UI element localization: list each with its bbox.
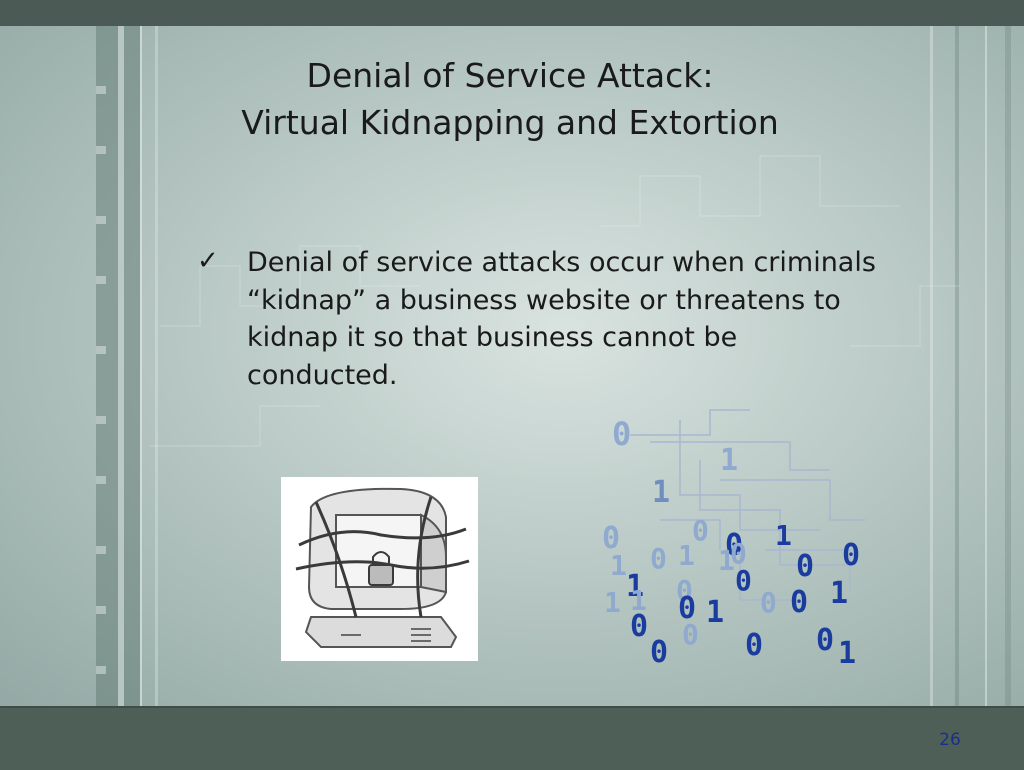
slide-top-frame [0,0,1024,26]
svg-text:0: 0 [676,574,693,607]
decorative-stripe [118,26,124,706]
slide-title-line-2: Virtual Kidnapping and Extortion [241,103,779,142]
svg-text:0: 0 [602,521,620,556]
svg-text:1: 1 [720,443,738,478]
svg-text:1: 1 [718,544,735,577]
svg-text:0: 0 [612,415,631,453]
svg-text:0: 0 [735,564,752,597]
svg-text:0: 0 [692,514,709,547]
svg-text:0: 0 [650,542,667,575]
svg-text:1: 1 [706,595,724,630]
slide-bottom-frame [0,706,1024,770]
binary-digits-icon: 0 1 1 0 0 0 1 1 0 1 1 0 0 0 1 0 1 1 1 0 … [590,400,880,680]
svg-text:0: 0 [682,618,699,651]
svg-text:1: 1 [652,475,670,510]
svg-text:0: 0 [760,586,777,619]
slide-background [0,26,1024,706]
decorative-stripe [1005,26,1011,706]
chained-computer-icon [281,477,478,661]
svg-text:0: 0 [725,528,743,563]
svg-text:1: 1 [630,584,647,617]
svg-text:1: 1 [830,576,848,611]
svg-text:0: 0 [745,628,763,663]
decorative-stripe [955,26,959,706]
svg-text:0: 0 [796,549,814,584]
slide-page-number: 26 [939,730,961,750]
bullet-text: Denial of service attacks occur when cri… [247,247,876,391]
svg-text:0: 0 [630,609,648,644]
svg-text:0: 0 [816,623,834,658]
svg-text:1: 1 [775,519,792,552]
svg-text:0: 0 [790,585,808,620]
svg-text:0: 0 [730,537,747,570]
svg-text:1: 1 [604,586,621,619]
decorative-skyline [96,86,960,674]
decorative-stripe [985,26,987,706]
svg-text:0: 0 [842,538,860,573]
checkmark-icon: ✓ [197,246,219,276]
decorative-stripe [155,26,158,706]
svg-text:1: 1 [610,549,627,582]
slide-title: Denial of Service Attack: Virtual Kidnap… [150,52,870,146]
decorative-stripe [930,26,933,706]
svg-text:1: 1 [678,539,695,572]
decorative-stripe [140,26,142,706]
svg-text:1: 1 [838,636,856,671]
svg-text:0: 0 [650,635,668,670]
svg-text:1: 1 [626,569,644,604]
slide-title-line-1: Denial of Service Attack: [306,56,714,95]
svg-text:0: 0 [678,591,696,626]
